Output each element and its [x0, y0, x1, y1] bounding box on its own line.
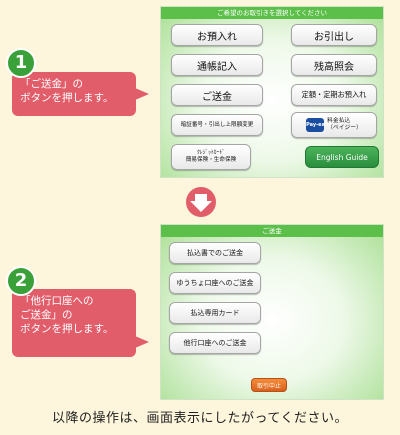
step2-number-badge: 2	[6, 266, 36, 296]
payeasy-button[interactable]: Pay-easy 料金払込 （ペイジー）	[291, 112, 377, 138]
step2-callout-line2: ご送金」の	[20, 309, 73, 321]
screen-title: ご希望のお取引きを選択してください	[161, 7, 383, 19]
balance-inquiry-button[interactable]: 残高照会	[291, 54, 377, 76]
other-bank-transfer-button[interactable]: 他行口座へのご送金	[169, 332, 261, 354]
slip-transfer-button[interactable]: 払込書でのご送金	[169, 242, 261, 264]
withdraw-button[interactable]: お引出し	[291, 24, 377, 46]
payeasy-label: 料金払込 （ペイジー）	[327, 118, 362, 131]
atm-menu-screen: ご希望のお取引きを選択してください お預入れ お引出し 通帳記入 残高照会 ご送…	[160, 6, 384, 178]
cancel-button[interactable]: 取引中止	[251, 378, 287, 392]
payeasy-logo-icon: Pay-easy	[306, 118, 331, 132]
dedicated-card-button[interactable]: 払込専用カード	[169, 302, 261, 324]
footer-instruction: 以降の操作は、画面表示にしたがってください。	[52, 411, 348, 426]
step2-callout-tail	[135, 336, 149, 348]
credit-insurance-button[interactable]: ｸﾚｼﾞｯﾄｶｰﾄﾞ 簡易保険・生命保険	[171, 144, 251, 170]
step1-callout-line2: ボタンを押します。	[20, 92, 114, 104]
step2-callout-line3: ボタンを押します。	[20, 323, 114, 335]
step1-number-badge: 1	[6, 48, 36, 78]
english-guide-button[interactable]: English Guide	[305, 146, 379, 168]
screen-title: ご送金	[161, 225, 383, 237]
step1-callout-line1: 「ご送金」の	[20, 78, 83, 90]
passbook-update-button[interactable]: 通帳記入	[171, 54, 263, 76]
step1-callout-tail	[135, 88, 149, 100]
deposit-button[interactable]: お預入れ	[171, 24, 263, 46]
yucho-transfer-button[interactable]: ゆうちょ口座へのご送金	[169, 272, 261, 294]
transfer-menu-screen: ご送金 払込書でのご送金 ゆうちょ口座へのご送金 払込専用カード 他行口座へのご…	[160, 224, 384, 400]
transfer-button[interactable]: ご送金	[171, 84, 263, 106]
step2-callout-line1: 「他行口座への	[20, 295, 94, 307]
step2-callout: 「他行口座への ご送金」の ボタンを押します。	[12, 289, 136, 357]
pin-change-button[interactable]: 暗証番号・引出し上限額変更	[171, 114, 263, 136]
fixed-deposit-button[interactable]: 定額・定期お預入れ	[291, 84, 377, 106]
down-arrow-icon	[186, 187, 216, 217]
step1-callout: 「ご送金」の ボタンを押します。	[12, 72, 136, 116]
